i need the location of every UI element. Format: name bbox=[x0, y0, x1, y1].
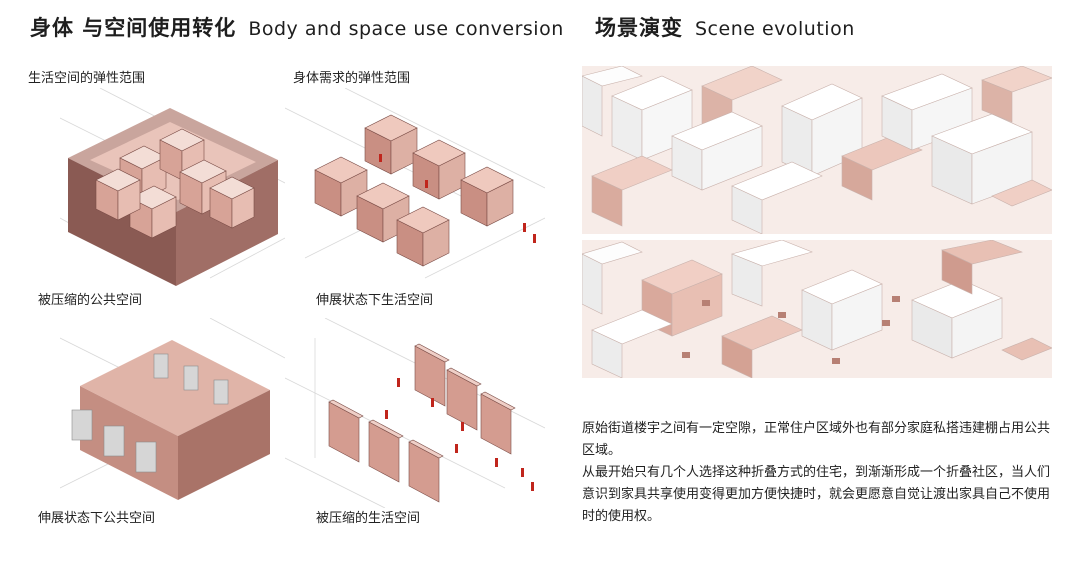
right-section-heading: 场景演变 Scene evolution bbox=[595, 12, 855, 42]
label-stretched-living-space: 伸展状态下生活空间 bbox=[316, 293, 434, 308]
scene-description: 原始街道楼宇之间有一定空隙，正常住户区域外也有部分家庭私搭违建棚占用公共区域。 … bbox=[582, 418, 1052, 528]
diagram-compressed-public-space bbox=[60, 88, 285, 293]
label-body-need-elastic-range: 身体需求的弹性范围 bbox=[293, 71, 411, 86]
left-section-heading: 身体 与空间使用转化 Body and space use conversion bbox=[30, 12, 564, 42]
description-paragraph-1: 原始街道楼宇之间有一定空隙，正常住户区域外也有部分家庭私搭违建棚占用公共区域。 bbox=[582, 421, 1051, 458]
scene-evolution-after bbox=[582, 240, 1052, 378]
diagram-compressed-living-space bbox=[285, 318, 545, 508]
diagram-stretched-living-space bbox=[285, 88, 545, 293]
scene-evolution-before bbox=[582, 66, 1052, 234]
right-heading-en: Scene evolution bbox=[695, 18, 855, 40]
description-paragraph-2: 从最开始只有几个人选择这种折叠方式的住宅，到渐渐形成一个折叠社区，当人们意识到家… bbox=[582, 465, 1051, 524]
diagram-stretched-public-space bbox=[60, 318, 285, 508]
label-compressed-living-space: 被压缩的生活空间 bbox=[316, 511, 421, 526]
label-living-space-elastic-range: 生活空间的弹性范围 bbox=[28, 71, 146, 86]
label-stretched-public-space: 伸展状态下公共空间 bbox=[38, 511, 156, 526]
label-compressed-public-space: 被压缩的公共空间 bbox=[38, 293, 143, 308]
left-heading-en: Body and space use conversion bbox=[248, 18, 564, 40]
right-heading-cn: 场景演变 bbox=[595, 16, 683, 40]
left-heading-cn: 身体 与空间使用转化 bbox=[30, 16, 237, 40]
